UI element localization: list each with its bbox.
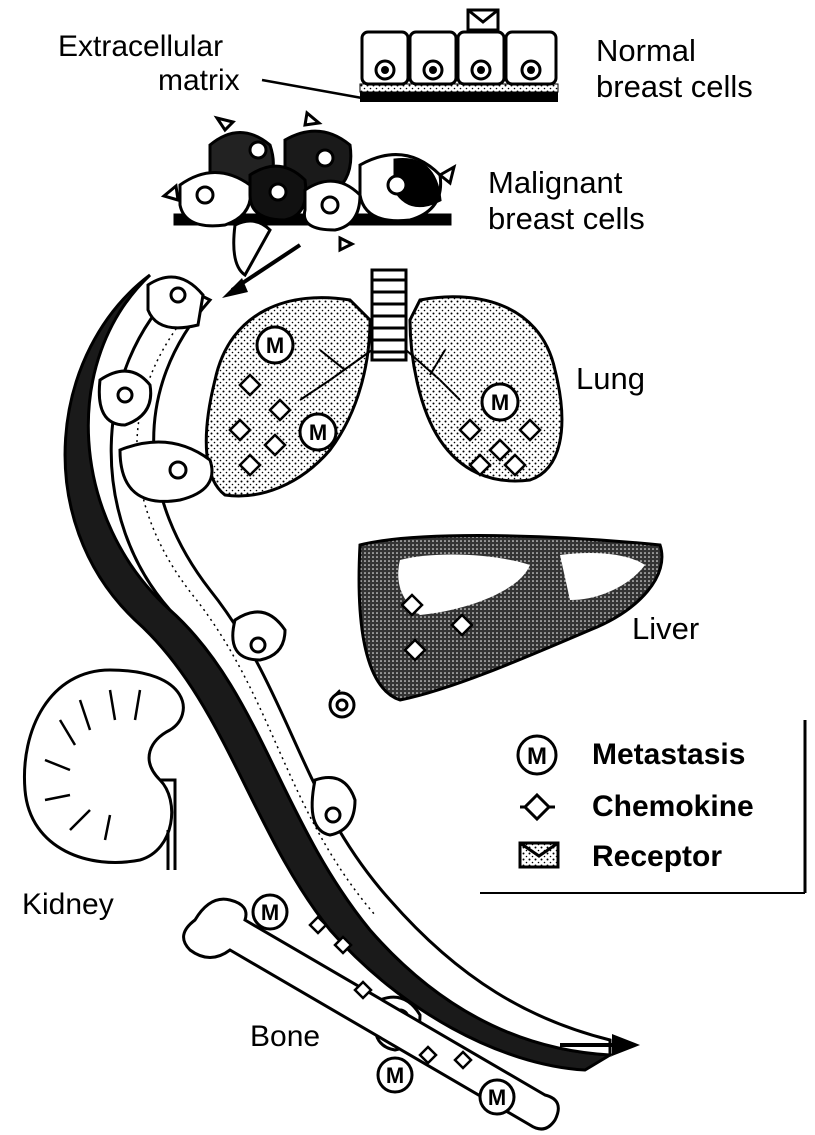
legend-chemokine-label: Chemokine [592, 790, 754, 823]
kidney-label: Kidney [22, 888, 114, 921]
extracellular-matrix-pointer [262, 80, 362, 98]
lung-label: Lung [576, 362, 645, 396]
left-lung [206, 298, 370, 496]
svg-text:M: M [261, 900, 279, 925]
bone-metastasis-3: M [480, 1080, 514, 1114]
svg-text:M: M [386, 1063, 404, 1088]
svg-text:M: M [527, 743, 547, 770]
bone-metastasis-2: M [378, 1058, 412, 1092]
legend-metastasis-label: Metastasis [592, 738, 745, 771]
bone-label: Bone [250, 1020, 320, 1053]
legend-receptor-label: Receptor [592, 840, 722, 873]
trachea [372, 270, 406, 360]
kidney-illustration [24, 670, 183, 870]
chemokine-icon [520, 795, 555, 819]
svg-text:M: M [309, 420, 327, 445]
malignant-breast-cells-illustration [164, 113, 454, 275]
extracellular-matrix-label-line1: Extracellular [58, 30, 223, 63]
liver-illustration [330, 536, 662, 700]
liver-label: Liver [632, 612, 699, 646]
extracellular-matrix-label-line2: matrix [158, 64, 240, 97]
bone-metastasis-1: M [253, 895, 287, 929]
metastasis-icon: M [518, 736, 556, 774]
svg-text:M: M [266, 333, 284, 358]
receptor-on-normal-cell-icon [468, 10, 498, 30]
malignant-breast-cells-label-line1: Malignant [488, 166, 622, 200]
normal-breast-cells-label-line1: Normal [596, 34, 696, 68]
normal-breast-cells-illustration [360, 10, 558, 102]
svg-text:M: M [491, 390, 509, 415]
normal-breast-cells-label-line2: breast cells [596, 70, 753, 104]
lung-metastasis-1: M [257, 327, 293, 363]
lung-metastasis-2: M [300, 414, 336, 450]
lung-illustration: M M M [206, 270, 562, 496]
svg-text:M: M [488, 1085, 506, 1110]
malignant-breast-cells-label-line2: breast cells [488, 202, 645, 236]
receptor-icon [520, 843, 558, 867]
lung-metastasis-3: M [482, 384, 518, 420]
